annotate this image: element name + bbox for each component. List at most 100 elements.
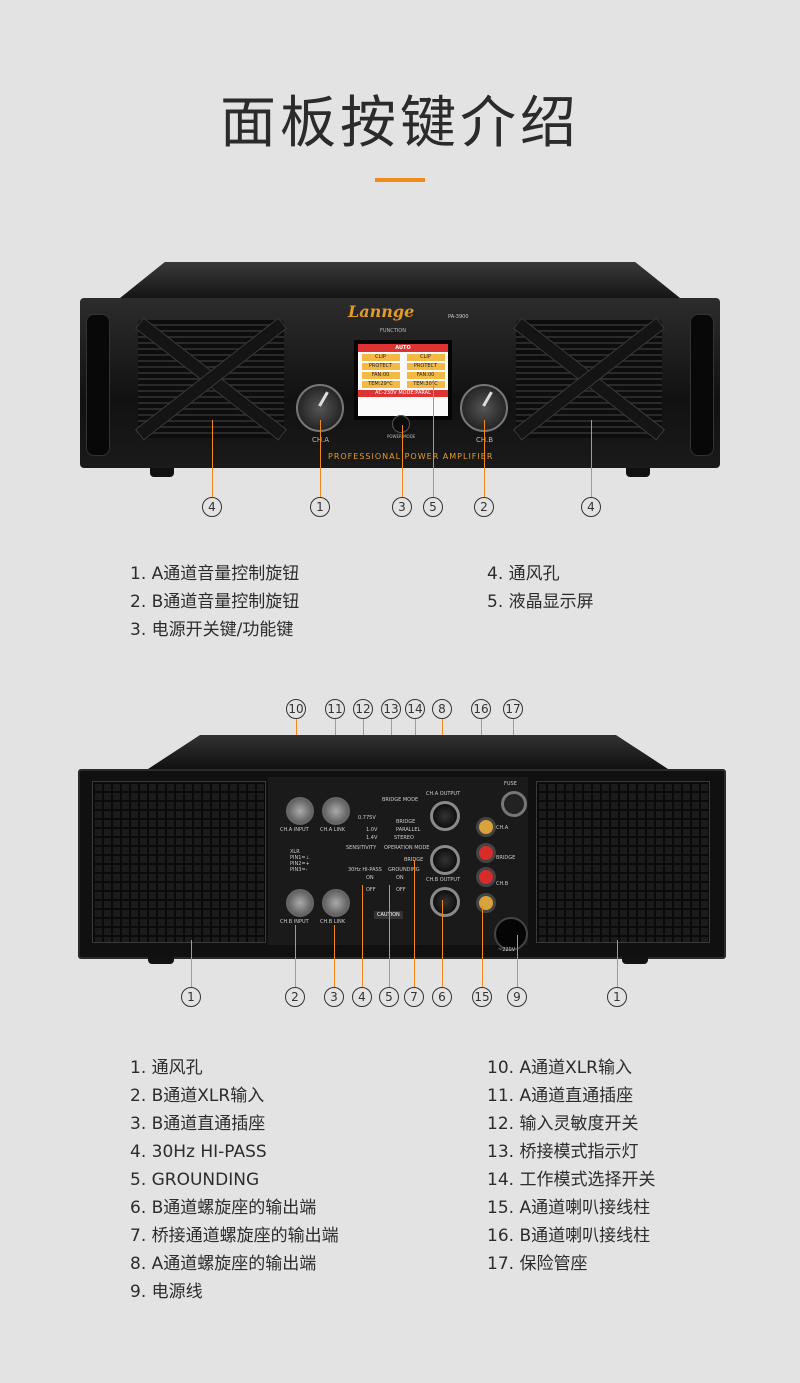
fuse-label: FUSE [504,781,517,787]
ch-a-link-jack[interactable] [322,797,350,825]
switch-on-label: ON [366,875,374,881]
right-handle [690,314,714,456]
lcd-row: FAN:00 FAN:00 [358,372,448,379]
sensitivity-value: 1.0V [366,827,378,833]
list-item: 3. B通道直通插座 [130,1114,266,1134]
caution-label: CAUTION [374,911,403,919]
bridge-mode-indicator: BRIDGE MODE [382,797,419,803]
sensitivity-value: 1.4V [366,835,378,841]
list-item: 5. GROUNDING [130,1170,260,1190]
power-cord [494,917,528,951]
mains-label: ~220V [498,947,516,953]
operation-mode-switch[interactable]: OPERATION MODE [384,845,430,851]
list-item: 5. 液晶显示屏 [487,592,594,612]
front-list-right: 4. 通风孔 5. 液晶显示屏 [487,560,594,616]
rear-list-left: 1. 通风孔 2. B通道XLR输入 3. B通道直通插座 4. 30Hz HI… [130,1054,339,1306]
amplifier-front-panel: Lannge PA-3900 FUNCTION AUTO CLIP CLIP PR… [80,262,720,477]
lcd-cell: TEM:29°C [361,381,400,388]
list-item: 2. B通道音量控制旋钮 [130,592,300,612]
left-vent [134,317,288,441]
foot [148,955,174,964]
list-item: 17. 保险管座 [487,1254,588,1274]
callout: 9 [507,987,527,1007]
binding-post[interactable] [476,867,496,887]
list-item: 13. 桥接模式指示灯 [487,1142,639,1162]
callout: 1 [607,987,627,1007]
callout: 11 [325,699,345,719]
ch-a-volume-knob[interactable] [296,384,344,432]
binding-post[interactable] [476,843,496,863]
front-list-left: 1. A通道音量控制旋钮 2. B通道音量控制旋钮 3. 电源开关键/功能键 [130,560,299,644]
list-item: 11. A通道直通插座 [487,1086,634,1106]
binding-post[interactable] [476,817,496,837]
callout: 14 [405,699,425,719]
list-item: 4. 通风孔 [487,564,560,584]
stereo-label: STEREO [394,835,414,841]
fuse-holder[interactable] [501,791,527,817]
ch-a-speaker-output[interactable] [430,801,460,831]
foot [626,468,650,477]
left-rear-grille [92,781,266,943]
list-item: 4. 30Hz HI-PASS [130,1142,267,1162]
list-item: 7. 桥接通道螺旋座的输出端 [130,1226,339,1246]
lcd-row: CLIP CLIP [358,354,448,361]
callout: 1 [310,497,330,517]
hipass-switch[interactable]: 30Hz HI-PASS [348,867,382,873]
right-vent [512,317,666,441]
parallel-label: PARALLEL [396,827,421,833]
lcd-cell: CLIP [406,354,445,361]
callout: 4 [352,987,372,1007]
rear-lid [148,735,668,769]
ch-b-xlr-input[interactable] [286,889,314,917]
lcd-cell: PROTECT [406,363,445,370]
callout: 5 [423,497,443,517]
bridge-output-label: BRIDGE [404,857,423,863]
left-handle [86,314,110,456]
bridge-speaker-output[interactable] [430,845,460,875]
ch-b-input-label: CH.B INPUT [280,919,309,925]
switch-off-label: OFF [396,887,406,893]
callout: 3 [392,497,412,517]
callout: 12 [353,699,373,719]
callout: 2 [285,987,305,1007]
bridge-post-label: BRIDGE [496,855,516,861]
ch-b-link-jack[interactable] [322,889,350,917]
function-label: FUNCTION [380,328,406,334]
ch-a-xlr-input[interactable] [286,797,314,825]
callout: 16 [471,699,491,719]
ch-b-speaker-output[interactable] [430,887,460,917]
list-item: 3. 电源开关键/功能键 [130,620,294,640]
lcd-cell: FAN:00 [361,372,400,379]
callout: 10 [286,699,306,719]
list-item: 9. 电源线 [130,1282,203,1302]
xlr-legend: PIN1=⊥ [290,855,310,861]
lcd-cell: FAN:00 [406,372,445,379]
bridge-label: BRIDGE [396,819,416,825]
model-label: PA-3900 [448,314,469,320]
callout: 5 [379,987,399,1007]
callout: 7 [404,987,424,1007]
sensitivity-value: 0.775V [358,815,376,821]
foot [150,468,174,477]
right-rear-grille [536,781,710,943]
ch-a-link-label: CH.A LINK [320,827,346,833]
callout: 4 [202,497,222,517]
brand-logo: Lannge [348,302,415,321]
list-item: 15. A通道喇叭接线柱 [487,1198,651,1218]
list-item: 1. A通道音量控制旋钮 [130,564,300,584]
binding-post[interactable] [476,893,496,913]
lcd-cell: CLIP [361,354,400,361]
front-strip-text: PROFESSIONAL POWER AMPLIFIER [328,452,494,461]
list-item: 8. A通道螺旋座的输出端 [130,1254,317,1274]
callout: 2 [474,497,494,517]
callout: 6 [432,987,452,1007]
lcd-mode: AUTO [358,344,448,352]
sensitivity-switch[interactable]: SENSITIVITY [346,845,377,851]
foot [622,955,648,964]
list-item: 10. A通道XLR输入 [487,1058,632,1078]
power-button[interactable] [392,415,410,433]
grounding-switch[interactable]: GROUNDING [388,867,420,873]
